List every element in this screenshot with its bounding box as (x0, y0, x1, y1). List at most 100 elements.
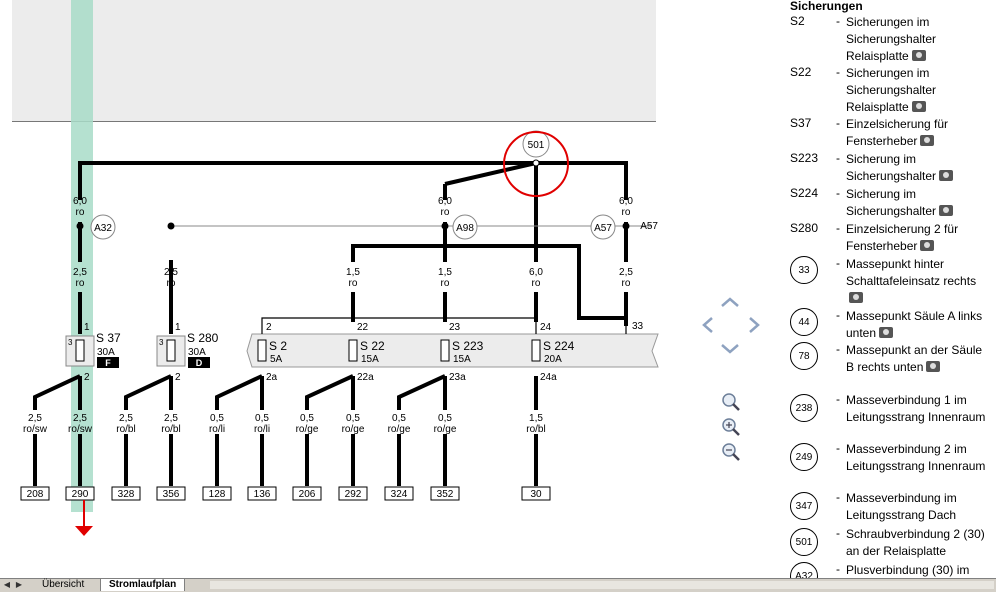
svg-text:0,5: 0,5 (392, 413, 406, 424)
camera-icon[interactable] (939, 170, 954, 181)
svg-text:ro/li: ro/li (254, 424, 270, 435)
svg-text:D: D (196, 358, 203, 368)
legend-desc: Sicherung im Sicherungshalter (846, 187, 937, 218)
legend-desc: Massepunkt an der Säule B rechts unten (846, 343, 983, 374)
tab-scroll-right-icon[interactable]: ▶ (15, 580, 23, 589)
svg-text:2: 2 (266, 322, 272, 333)
legend-code: S2 (790, 14, 805, 28)
plus-connection-a57[interactable]: A57 (590, 214, 616, 240)
legend-desc: Schraubverbindung 2 (30) an der Relaispl… (846, 527, 985, 558)
svg-text:ro/ge: ro/ge (342, 424, 365, 435)
svg-text:ro/bl: ro/bl (526, 424, 545, 435)
legend-desc: Einzelsicherung für Fensterheber (846, 117, 949, 148)
svg-text:3: 3 (68, 338, 73, 347)
svg-text:206: 206 (299, 489, 316, 500)
camera-icon[interactable] (939, 205, 954, 216)
fuse-s22[interactable]: S 22 15A (348, 339, 385, 365)
legend-code: S280 (790, 221, 819, 235)
terminal-refs[interactable]: 208 290 328 356 128 136 206 292 324 352 … (20, 486, 551, 501)
pan-up-icon[interactable] (721, 297, 739, 307)
ground-connection-symbol: 238 (790, 394, 818, 422)
svg-text:136: 136 (254, 489, 271, 500)
tab-stromlaufplan[interactable]: Stromlaufplan (100, 579, 186, 591)
svg-text:0,5: 0,5 (210, 413, 224, 424)
svg-text:S 22: S 22 (360, 339, 385, 353)
fuse-s224[interactable]: S 224 20A (531, 339, 575, 365)
legend-code: S224 (790, 186, 819, 200)
red-down-arrow[interactable] (75, 500, 93, 536)
camera-icon[interactable] (920, 135, 935, 146)
svg-text:ro: ro (441, 207, 450, 218)
tab-uebersicht[interactable]: Übersicht (42, 579, 85, 590)
svg-text:2,5: 2,5 (164, 413, 178, 424)
svg-text:S 2: S 2 (269, 339, 287, 353)
svg-text:1,5: 1,5 (529, 413, 543, 424)
screw-connection-symbol: 501 (790, 528, 818, 556)
camera-icon[interactable] (926, 361, 941, 372)
svg-text:352: 352 (437, 489, 454, 500)
junction-dots (76, 222, 630, 230)
legend-desc: Sicherungen im Sicherungshalter Relaispl… (846, 66, 937, 114)
wiring-diagram[interactable]: A57 A32 A98 A57 501 6,0 ro 6,0 ro 6,0 ro… (0, 0, 660, 578)
horizontal-scrollbar[interactable] (210, 581, 994, 589)
svg-text:33: 33 (632, 321, 644, 332)
svg-text:ro/sw: ro/sw (23, 424, 48, 435)
zoom-in-icon[interactable] (720, 391, 744, 413)
camera-icon[interactable] (911, 101, 926, 112)
svg-text:30A: 30A (97, 347, 115, 358)
svg-text:6,0: 6,0 (73, 196, 87, 207)
svg-text:F: F (105, 358, 111, 368)
svg-text:208: 208 (27, 489, 44, 500)
svg-text:2a: 2a (266, 372, 278, 383)
svg-text:15A: 15A (453, 354, 471, 365)
camera-icon[interactable] (920, 240, 935, 251)
svg-text:292: 292 (345, 489, 362, 500)
fuse-s280[interactable]: 3 S 280 30A D (156, 331, 219, 368)
svg-text:5A: 5A (270, 354, 283, 365)
svg-text:30: 30 (530, 489, 542, 500)
fuse-s223[interactable]: S 223 15A (440, 339, 484, 365)
pan-left-icon[interactable] (702, 317, 713, 333)
svg-text:ro: ro (622, 207, 631, 218)
svg-text:0,5: 0,5 (300, 413, 314, 424)
red-highlight-circle (503, 131, 569, 197)
zoom-out-icon[interactable] (720, 441, 744, 463)
svg-text:ro/ge: ro/ge (388, 424, 411, 435)
svg-text:ro/sw: ro/sw (68, 424, 93, 435)
camera-icon[interactable] (911, 50, 926, 61)
connector-501[interactable]: 501 (503, 130, 569, 197)
svg-text:15A: 15A (361, 354, 379, 365)
tab-scroll-left-icon[interactable]: ◀ (3, 580, 11, 589)
svg-text:22: 22 (357, 322, 369, 333)
zoom-plus-icon[interactable] (720, 416, 744, 438)
pan-right-icon[interactable] (749, 317, 760, 333)
svg-text:0,5: 0,5 (346, 413, 360, 424)
wire-labels-lower: 2,5 ro/sw 2,5 ro/sw 2,5 ro/bl 2,5 ro/bl … (23, 413, 546, 435)
a57-ref: A57 (640, 221, 658, 232)
svg-text:ro: ro (167, 278, 176, 289)
svg-text:A32: A32 (94, 223, 112, 234)
svg-text:290: 290 (72, 489, 89, 500)
svg-text:2: 2 (175, 372, 181, 383)
svg-text:328: 328 (118, 489, 135, 500)
plus-connection-a32[interactable]: A32 (90, 214, 116, 240)
camera-icon[interactable] (879, 327, 894, 338)
svg-text:3: 3 (159, 338, 164, 347)
svg-text:6,0: 6,0 (529, 267, 543, 278)
svg-text:1,5: 1,5 (438, 267, 452, 278)
fuse-pin-labels: 1 1 2 22 23 24 33 2 2 2a 22a 23a 24a (84, 317, 644, 383)
legend-code: S37 (790, 116, 812, 130)
plus-connection-a98[interactable]: A98 (452, 214, 478, 240)
pan-down-icon[interactable] (721, 344, 739, 354)
camera-icon[interactable] (849, 292, 863, 303)
svg-text:501: 501 (528, 140, 545, 151)
fuse-s2[interactable]: S 2 5A (257, 339, 287, 365)
svg-text:ro: ro (76, 278, 85, 289)
svg-text:0,5: 0,5 (255, 413, 269, 424)
svg-text:A57: A57 (594, 223, 612, 234)
svg-text:0,5: 0,5 (438, 413, 452, 424)
ground-point-symbol: 78 (790, 342, 818, 370)
fuse-s37[interactable]: 3 S 37 30A F (65, 331, 121, 368)
legend-desc: Einzelsicherung 2 für Fensterheber (846, 222, 959, 253)
ground-point-symbol: 44 (790, 308, 818, 336)
